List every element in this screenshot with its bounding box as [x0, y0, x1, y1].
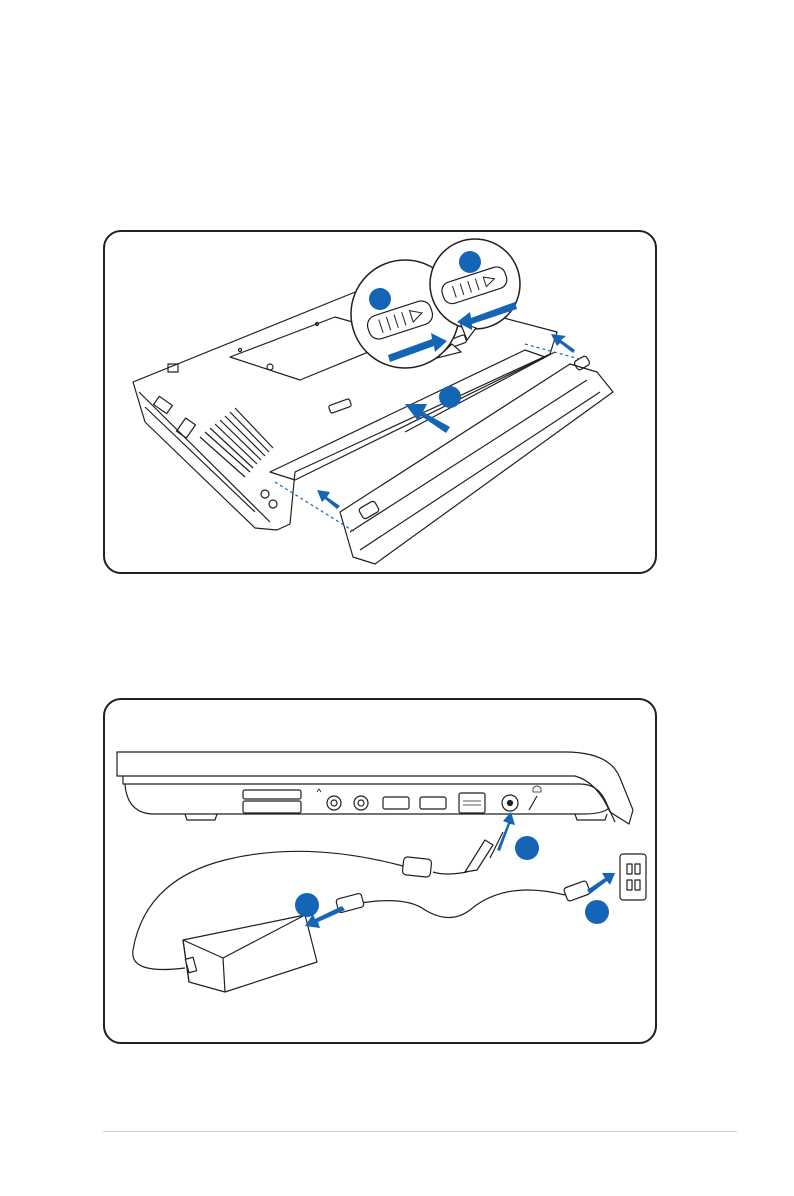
battery-lock-switch — [328, 398, 351, 413]
power-adapter-illustration — [105, 700, 655, 1042]
arrow-wall-plug-icon — [587, 873, 615, 894]
connection-arrows — [305, 812, 615, 928]
battery-pack — [340, 352, 613, 564]
ac-plug — [563, 880, 590, 901]
step-1-marker — [369, 288, 391, 310]
arrow-dc-plug-icon — [497, 812, 515, 851]
footer-rule — [103, 1131, 737, 1132]
step-1-marker — [515, 836, 539, 860]
card-reader-slot — [243, 790, 301, 799]
battery-illustration — [105, 232, 655, 572]
ferrite-core — [402, 857, 432, 878]
lan-port — [459, 793, 485, 813]
battery-bay — [270, 350, 545, 480]
ac-cable — [336, 880, 591, 917]
step-3-marker — [585, 900, 609, 924]
power-connection-figure — [103, 698, 657, 1044]
step-3-marker — [439, 386, 461, 408]
usb-port-2 — [420, 797, 446, 809]
kensington-lock-slot — [529, 796, 537, 810]
usb-port-1 — [383, 797, 409, 809]
microphone-jack — [354, 796, 368, 810]
power-adapter-brick — [183, 915, 317, 992]
laptop-side-profile — [117, 752, 633, 824]
arrow-insert-right-icon — [551, 334, 575, 353]
arrow-insert-left-icon — [317, 490, 340, 509]
step-2-marker — [295, 893, 319, 917]
headphone-jack — [327, 796, 341, 810]
vent-grille — [200, 408, 273, 477]
wall-outlet — [620, 854, 646, 900]
expresscard-slot — [243, 801, 301, 813]
step-2-marker — [459, 251, 481, 273]
battery-installation-figure — [103, 230, 657, 574]
